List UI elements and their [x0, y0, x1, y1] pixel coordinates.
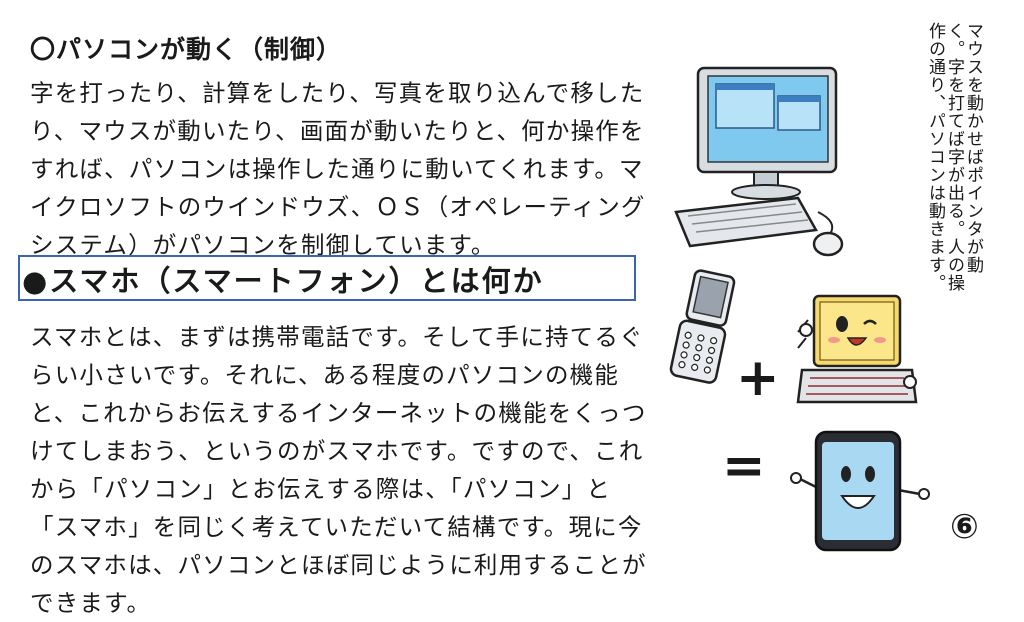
page-number: ⑥ — [950, 507, 979, 547]
equals-sign: = — [722, 436, 766, 496]
flip-phone-icon — [669, 269, 736, 384]
desktop-computer-icon — [674, 66, 844, 257]
side-note: マウスを動かせばポインタが動く。字を打てば字が出る。人の操作の通り、パソコンは動… — [925, 22, 983, 292]
smartphone-character-icon — [790, 430, 930, 552]
laptop-character-icon — [796, 294, 918, 404]
section-heading-pc-control: 〇パソコンが動く（制御） — [30, 35, 343, 64]
section-paragraph-pc-control: 字を打ったり、計算をしたり、写真を取り込んで移したり、マウスが動いたり、画面が動… — [30, 79, 646, 259]
plus-sign: + — [736, 348, 780, 408]
section-heading-smartphone: ●スマホ（スマートフォン）とは何か — [22, 264, 544, 298]
section-heading-frame — [18, 255, 636, 301]
section-paragraph-smartphone: スマホとは、まずは携帯電話です。そして手に持てるぐらい小さいです。それに、ある程… — [30, 323, 647, 617]
